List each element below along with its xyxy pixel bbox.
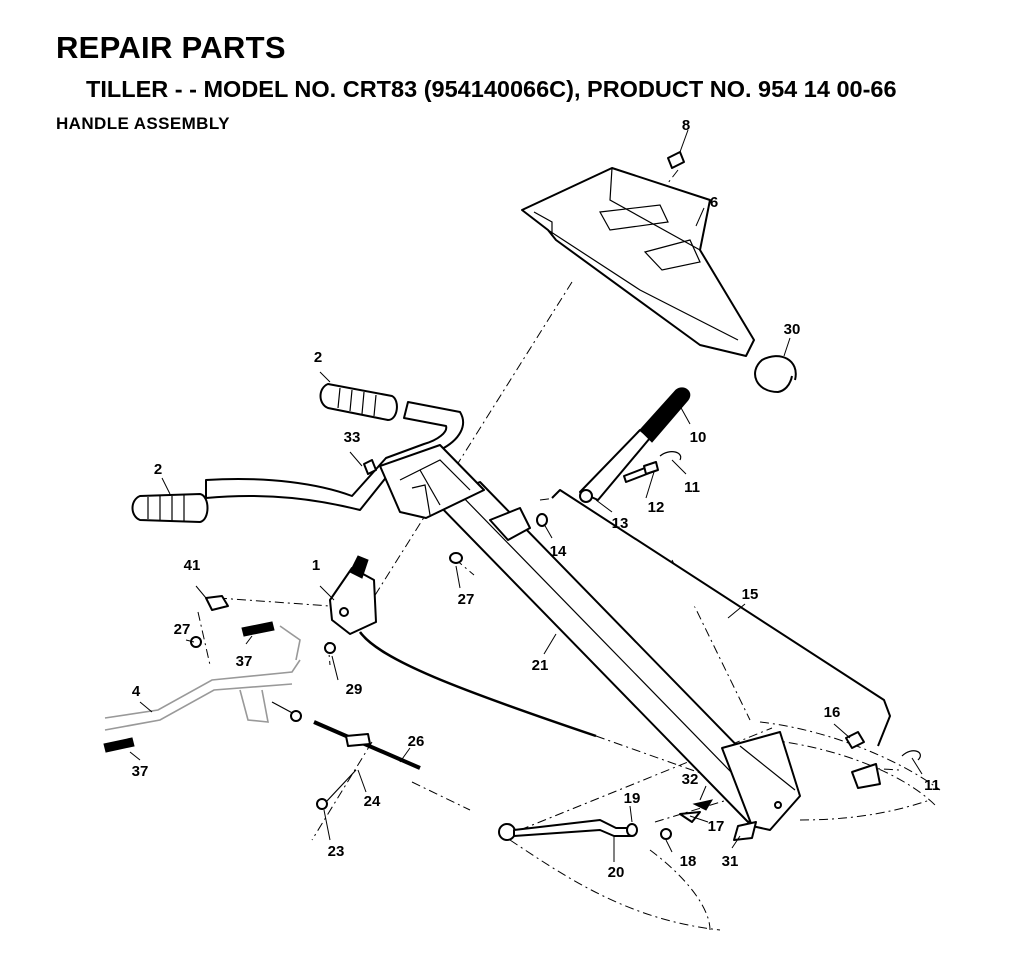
shift-lever	[498, 819, 633, 841]
throttle-cable	[358, 631, 597, 738]
callout-11-upper: 11	[684, 479, 700, 496]
callout-1: 1	[312, 557, 320, 574]
callout-2-lower: 2	[154, 461, 162, 478]
callout-18: 18	[680, 853, 697, 870]
callout-31: 31	[722, 853, 739, 870]
snap-ring	[754, 355, 797, 393]
callout-21: 21	[532, 657, 549, 674]
callout-15: 15	[742, 586, 759, 603]
callout-20: 20	[608, 864, 625, 881]
model-subtitle: TILLER - - MODEL NO. CRT83 (954140066C),…	[86, 76, 897, 102]
clutch-lever	[329, 555, 377, 635]
callout-10: 10	[690, 429, 707, 446]
control-rod	[551, 489, 891, 747]
callout-8: 8	[682, 117, 690, 134]
callout-13: 13	[612, 515, 629, 532]
part-callouts: 8 6 30 2 10 33 2 11 12 13 14 41 1 27 15 …	[132, 117, 940, 881]
callout-19: 19	[624, 790, 641, 807]
control-lever	[579, 387, 691, 503]
console-panel	[521, 167, 755, 357]
callout-30: 30	[784, 321, 801, 338]
callout-33: 33	[344, 429, 361, 446]
callout-32: 32	[682, 771, 699, 788]
callout-37-lower: 37	[132, 763, 149, 780]
callout-17: 17	[708, 818, 725, 835]
callout-2-upper: 2	[314, 349, 322, 366]
callout-12: 12	[648, 499, 665, 516]
assembly-centerlines	[197, 169, 901, 841]
page-title: REPAIR PARTS	[56, 30, 286, 65]
callout-24: 24	[364, 793, 381, 810]
callout-leaders	[129, 129, 923, 862]
callout-11-lower: 11	[924, 777, 940, 794]
callout-4: 4	[132, 683, 141, 700]
hardware-fasteners	[103, 151, 921, 841]
tine-shield-outline	[509, 721, 941, 931]
callout-16: 16	[824, 704, 841, 721]
callout-37-upper: 37	[236, 653, 253, 670]
callout-14: 14	[550, 543, 567, 560]
handlebar	[205, 401, 485, 519]
callout-29: 29	[346, 681, 363, 698]
section-title: HANDLE ASSEMBLY	[56, 114, 230, 133]
callout-27-left: 27	[174, 621, 191, 638]
tiller-frame-ghost	[104, 625, 301, 731]
handle-grips	[131, 383, 398, 523]
callout-6: 6	[710, 194, 718, 211]
callout-26: 26	[408, 733, 425, 750]
callout-27-right: 27	[458, 591, 475, 608]
callout-23: 23	[328, 843, 345, 860]
callout-41: 41	[184, 557, 201, 574]
